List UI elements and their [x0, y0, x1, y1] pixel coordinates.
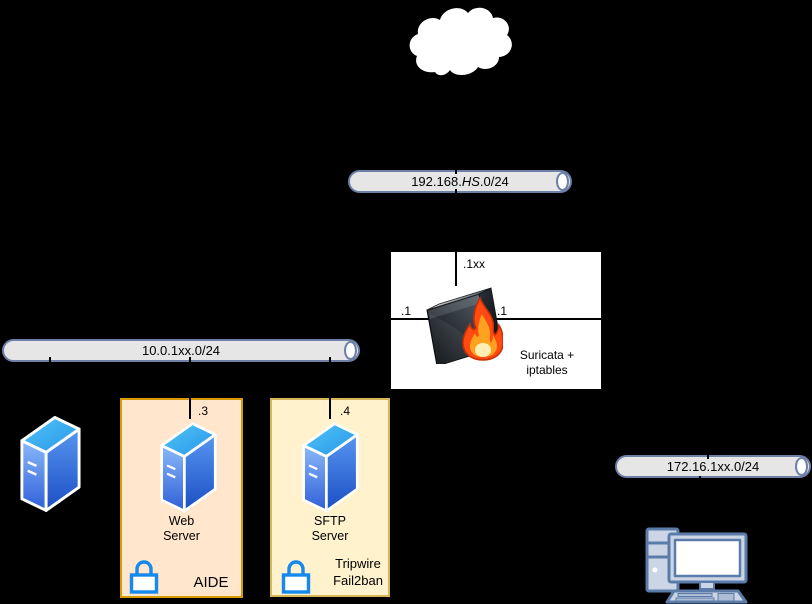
bus-end-cap [795, 457, 808, 476]
connector-internal-bus-to-sftp-server [329, 357, 331, 419]
connector-firewall-to-client-bus-drop [707, 318, 709, 459]
sftp-server-name: SFTP Server [272, 514, 388, 544]
internal-network-label: 10.0.1xx.0/24 [141, 343, 221, 358]
firewall-internal-interface-label: .1 [401, 304, 412, 318]
bus-end-cap [344, 341, 357, 360]
connector-internal-bus-to-web-server [189, 357, 191, 419]
firewall-caption: Suricata + iptables [497, 348, 597, 378]
web-server-name-line2: Server [163, 529, 200, 543]
client-network-bus: 172.16.1xx.0/24 [615, 455, 811, 478]
padlock-icon [129, 560, 159, 594]
firewall-wan-interface-label: .1xx [463, 257, 486, 271]
web-security-tool-label: AIDE [193, 574, 229, 591]
sftp-security-tool-line2: Fail2ban [333, 573, 383, 588]
connector-firewall-to-client-bus [486, 318, 708, 320]
internet-cloud-icon [409, 7, 512, 76]
client-network-label: 172.16.1xx.0/24 [666, 459, 760, 474]
wan-network-label-variable: HS [461, 174, 480, 189]
web-server-icon [160, 422, 217, 513]
firewall-caption-line1: Suricata + [519, 348, 575, 362]
workstation-computer-icon [645, 527, 748, 604]
connector-client-bus-to-workstation [699, 476, 701, 532]
sftp-server-ip-label: .4 [340, 404, 351, 418]
firewall-flame-box-icon [426, 287, 503, 364]
sftp-server-name-line2: Server [311, 529, 349, 543]
firewall-panel: .1xx .1 .1 Suricata + iptables [390, 251, 602, 390]
web-server-name: Web Server [122, 514, 241, 544]
wan-network-label: 192.168.HS.0/24 [411, 175, 509, 188]
web-server-zone: .3 Web Server AIDE [120, 398, 243, 598]
sftp-server-name-line1: SFTP [314, 514, 346, 528]
wan-network-bus: 192.168.HS.0/24 [348, 170, 572, 193]
connector-cloud-to-wan-bus [455, 76, 457, 174]
standalone-server-icon [20, 415, 81, 512]
sftp-security-tools-label: Tripwire Fail2ban [326, 555, 390, 589]
flame-icon [462, 296, 503, 361]
wan-network-label-prefix: 192.168. [411, 174, 462, 189]
firewall-client-interface-label: .1 [497, 304, 508, 318]
padlock-icon [281, 560, 311, 594]
web-server-ip-label: .3 [198, 404, 209, 418]
firewall-caption-line2: iptables [526, 363, 568, 377]
sftp-security-tool-line1: Tripwire [335, 556, 381, 571]
connector-internal-bus-to-server [49, 357, 51, 413]
connector-wan-bus-to-firewall [455, 189, 457, 286]
connector-firewall-to-internal-bus [356, 318, 432, 320]
connector-firewall-to-internal-bus-drop [356, 318, 358, 336]
sftp-server-zone: .4 SFTP Server Tripwire Fail2ban [270, 398, 390, 597]
wan-network-label-suffix: .0/24 [479, 174, 509, 189]
web-server-name-line1: Web [168, 514, 195, 528]
internal-network-bus: 10.0.1xx.0/24 [2, 339, 360, 362]
bus-end-cap [556, 172, 569, 191]
sftp-server-icon [302, 422, 359, 513]
